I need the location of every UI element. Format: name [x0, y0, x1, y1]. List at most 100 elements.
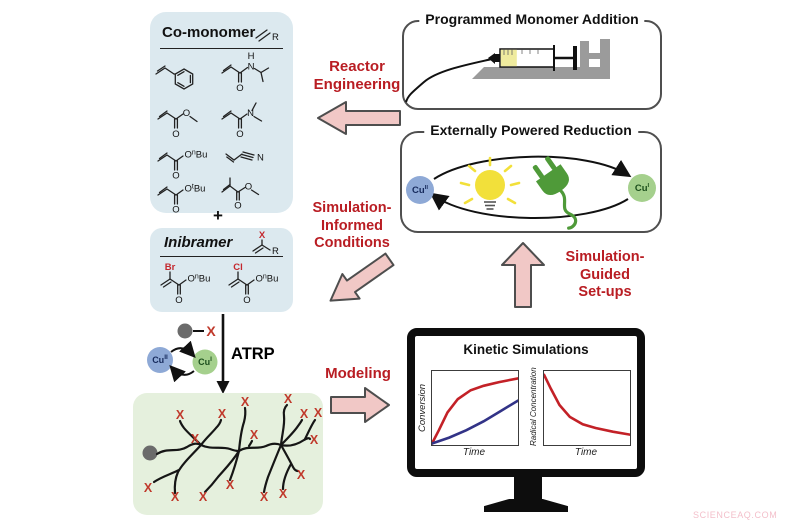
cu1-label-atrp: CuI: [198, 356, 212, 367]
tubing: [405, 58, 493, 103]
chain-end-x: X: [226, 478, 235, 492]
svg-text:OtBu: OtBu: [185, 184, 206, 195]
chain-end-x: X: [279, 487, 288, 501]
tbutyl-acrylate-structure: O OtBu: [157, 184, 206, 216]
chain-end-x: X: [171, 490, 180, 504]
chain-end-x: X: [176, 408, 185, 422]
svg-text:N: N: [247, 108, 254, 119]
svg-text:O: O: [183, 108, 190, 119]
comonomer-title: Co-monomer: [162, 24, 256, 41]
svg-text:R: R: [272, 246, 279, 257]
svg-text:O: O: [172, 129, 179, 140]
cu2-label-atrp: CuII: [152, 354, 168, 365]
kinetic-simulations-title: Kinetic Simulations: [463, 342, 589, 357]
simulation-informed-arrow: [329, 252, 395, 302]
conversion-curve-slow: [432, 401, 518, 444]
svg-text:R: R: [272, 32, 279, 43]
svg-text:O: O: [236, 83, 243, 94]
polymer-network: X X X X X X X X X X X X X X X X: [142, 392, 323, 504]
svg-text:O: O: [245, 182, 252, 193]
conversion-ylabel: Conversion: [417, 383, 428, 433]
nipam-structure: O N H: [221, 51, 270, 94]
mma-structure: O O: [221, 177, 260, 212]
programmed-addition-title: Programmed Monomer Addition: [419, 11, 645, 27]
powered-reduction-panel: Externally Powered Reduction: [400, 122, 662, 233]
dimethylacrylamide-structure: O N: [221, 102, 263, 140]
syringe-graduations: [503, 49, 539, 55]
powered-reduction-title: Externally Powered Reduction: [424, 122, 638, 138]
butyl-acrylate-structure: O OnBu: [157, 150, 207, 182]
conversion-plot: [431, 370, 519, 446]
svg-text:O: O: [172, 171, 179, 182]
svg-text:N: N: [257, 153, 264, 164]
programmed-addition-panel: Programmed Monomer Addition: [402, 11, 662, 110]
svg-text:OnBu: OnBu: [256, 274, 279, 285]
chain-end-x: X: [300, 407, 309, 421]
modeling-arrow: [330, 387, 390, 423]
chain-end-x: X: [284, 392, 293, 406]
initiator-dot: [177, 323, 193, 339]
svg-text:N: N: [248, 62, 255, 73]
cu1-circle-atrp: [192, 349, 218, 375]
pump-platform: [472, 67, 610, 79]
vinyl-r-icon: R: [255, 29, 279, 43]
atrp-arrowhead: [216, 381, 230, 394]
radical-xlabel: Time: [574, 447, 598, 458]
syringe-liquid: [500, 49, 517, 67]
chain-end-x: X: [250, 428, 259, 442]
watermark: SCIENCEAQ.COM: [693, 510, 778, 520]
chain-end-x: X: [218, 407, 227, 421]
modeling-label: Modeling: [325, 365, 391, 382]
syringe-tip: [488, 53, 495, 64]
inibramer-divider: [160, 256, 283, 257]
comonomer-panel: Co-monomer R O N H: [150, 12, 293, 216]
svg-text:X: X: [259, 230, 266, 241]
radical-decay-curve: [544, 375, 630, 435]
chain-end-x: X: [191, 432, 200, 446]
svg-text:Br: Br: [165, 262, 176, 273]
polymer-core-dot: [142, 445, 158, 461]
chain-end-x-marks: X X X X X X X X X X X X X X X X: [144, 392, 323, 504]
svg-text:O: O: [243, 295, 250, 306]
chain-end-x: X: [144, 481, 153, 495]
pusher-block: [580, 41, 589, 73]
pump-screw-bar: [589, 53, 600, 59]
redox-arrow-bottom: [429, 192, 629, 220]
redox-arrow-top: [433, 155, 632, 180]
chain-end-x: X: [297, 468, 306, 482]
bromo-acrylate-structure: Br O OnBu: [160, 262, 211, 306]
svg-text:O: O: [236, 129, 243, 140]
comonomer-structures: O N H O O O N: [155, 51, 270, 216]
chain-end-x: X: [310, 433, 319, 447]
chain-end-x: X: [260, 490, 269, 504]
svg-text:OnBu: OnBu: [188, 274, 211, 285]
atrp-scheme: X ATRP: [147, 314, 275, 394]
chain-end-x: X: [241, 395, 250, 409]
syringe-pump-illustration: [405, 39, 610, 103]
acrylonitrile-structure: N: [225, 151, 264, 164]
monitor-stand-base: [484, 499, 568, 512]
syringe-nozzle: [494, 54, 500, 62]
conversion-curve-fast: [432, 378, 518, 443]
chloro-acrylate-structure: Cl O OnBu: [228, 262, 279, 306]
initiator-x-label: X: [206, 323, 216, 339]
svg-text:H: H: [248, 51, 255, 62]
inibramer-title: Inibramer: [164, 234, 233, 251]
reduction-illustration: [429, 155, 632, 230]
power-plug-icon: [532, 156, 578, 230]
cycle-arrow-top-atrp: [170, 340, 196, 358]
monitor-stand-neck: [514, 477, 542, 502]
vinyl-x-r-icon: X R: [252, 230, 279, 257]
radical-ylabel: Radical Concentration: [529, 367, 538, 447]
inibramer-structures: Br O OnBu Cl O OnBu: [160, 262, 279, 306]
plus-sign: +: [213, 206, 223, 225]
plunger-handle: [573, 46, 577, 70]
methyl-acrylate-structure: O O: [157, 108, 198, 140]
styrene-structure: [155, 65, 194, 90]
atrp-label: ATRP: [231, 345, 275, 363]
